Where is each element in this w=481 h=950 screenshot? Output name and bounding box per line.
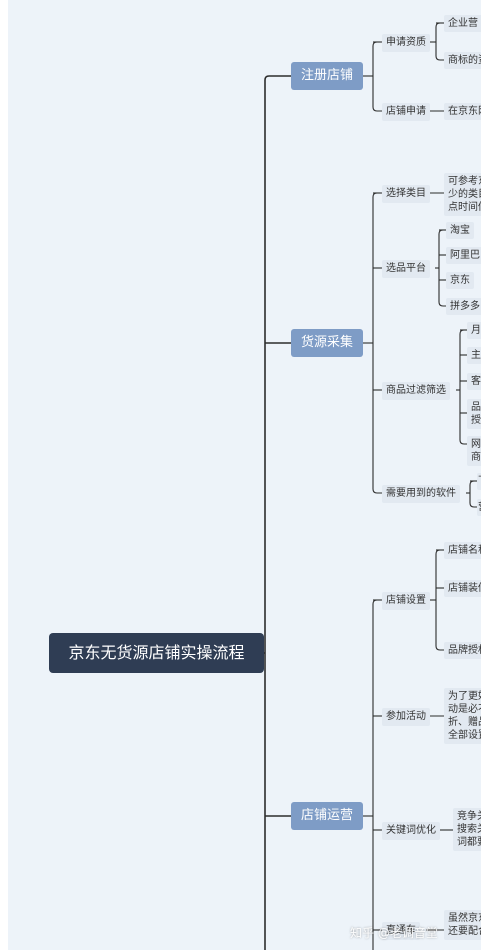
leaf-alibaba[interactable]: 阿里巴巴: [446, 247, 481, 264]
leaf-apply-on-jd[interactable]: 在京东网: [444, 103, 481, 120]
leaf-influencer-products[interactable]: 网红 商品: [467, 436, 481, 466]
leaf-brand-authorization[interactable]: 品牌 授权: [467, 399, 481, 429]
leaf-pinduoduo[interactable]: 拼多多: [446, 298, 481, 315]
leaf-taobao[interactable]: 淘宝: [446, 222, 474, 239]
leaf-store-decoration[interactable]: 店铺装修: [444, 580, 481, 597]
topic-qualification[interactable]: 申请资质: [382, 34, 430, 52]
topic-platforms[interactable]: 选品平台: [382, 260, 430, 278]
category-store-operation[interactable]: 店铺运营: [291, 802, 363, 830]
leaf-unit-price[interactable]: 客单: [467, 373, 481, 390]
topic-through-train[interactable]: 直通车: [382, 922, 420, 940]
leaf-business-license[interactable]: 企业营: [444, 15, 481, 32]
leaf-store-name[interactable]: 店铺名称: [444, 542, 481, 559]
leaf-main-image[interactable]: 主图: [467, 347, 481, 364]
topic-join-events[interactable]: 参加活动: [382, 708, 430, 726]
topic-software[interactable]: 需要用到的软件: [382, 485, 460, 503]
topic-store-application[interactable]: 店铺申请: [382, 103, 430, 121]
leaf-jd[interactable]: 京东: [446, 272, 474, 289]
connector-lines: [256, 22, 477, 950]
leaf-software-1[interactable]: 飞: [477, 473, 481, 490]
leaf-category-advice[interactable]: 可参考东 少的类目 点时间做: [444, 173, 481, 216]
watermark: 知乎 @老调音堂: [350, 926, 438, 940]
mindmap-canvas: 京东无货源店铺实操流程 注册店铺 货源采集 店铺运营 申请资质 企业营 商标的资…: [8, 0, 481, 950]
leaf-monthly-sales[interactable]: 月销: [467, 322, 481, 339]
root-node[interactable]: 京东无货源店铺实操流程: [49, 633, 264, 673]
leaf-brand-license[interactable]: 品牌授权: [444, 642, 481, 659]
leaf-event-advice[interactable]: 为了更好 动是必不 折、赠品 全部设置: [444, 688, 481, 744]
topic-store-settings[interactable]: 店铺设置: [382, 592, 430, 610]
category-register-store[interactable]: 注册店铺: [291, 62, 363, 90]
leaf-software-2[interactable]: 营: [477, 499, 481, 516]
leaf-trademark[interactable]: 商标的资: [444, 52, 481, 69]
topic-choose-category[interactable]: 选择类目: [382, 185, 430, 203]
category-sourcing[interactable]: 货源采集: [291, 329, 363, 357]
topic-product-filter[interactable]: 商品过滤筛选: [382, 382, 450, 400]
leaf-keyword-advice[interactable]: 竞争关 搜索关 词都要: [453, 808, 481, 851]
topic-keyword-optimization[interactable]: 关键词优化: [382, 822, 440, 840]
leaf-ads-advice[interactable]: 虽然京东 还要配合: [444, 910, 481, 940]
